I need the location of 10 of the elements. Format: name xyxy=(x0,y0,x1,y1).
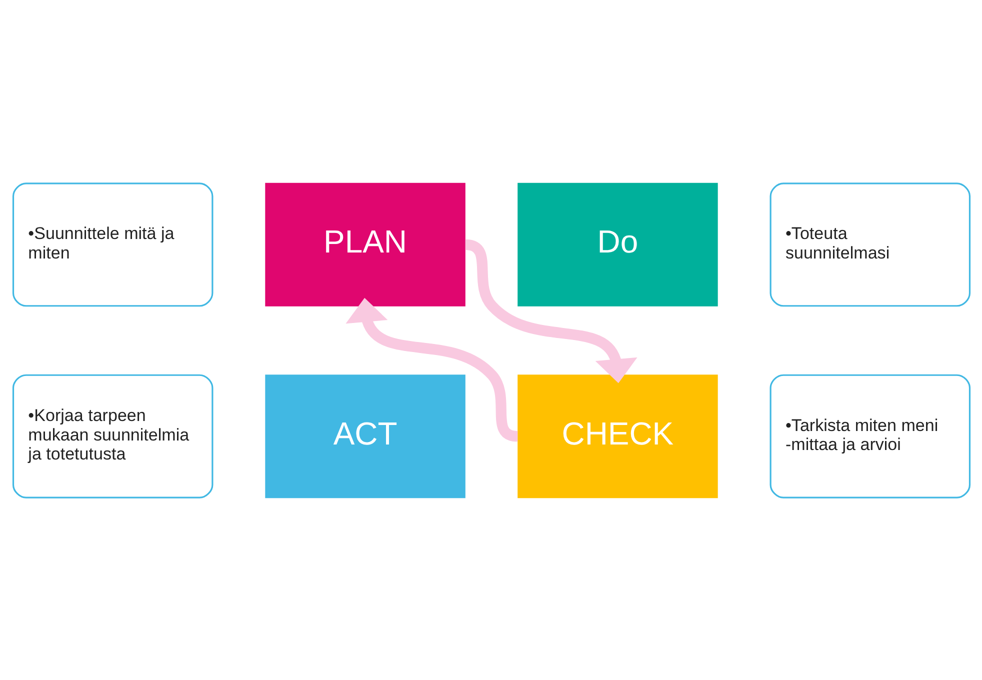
node-box: •Korjaa tarpeen mukaan suunnitelmia ja totetutusta xyxy=(12,374,213,498)
node-box: •Tarkista miten meni -mittaa ja arvioi xyxy=(769,374,970,498)
node-box: •Toteuta suunnitelmasi xyxy=(769,182,970,306)
arrow xyxy=(345,297,518,442)
node-box: Do xyxy=(517,182,718,306)
node-box: PLAN xyxy=(264,182,465,306)
node-box: CHECK xyxy=(517,374,718,498)
node-box: •Suunnittele mitä ja miten xyxy=(12,182,213,306)
node-box: ACT xyxy=(264,374,465,498)
arrow xyxy=(464,238,637,383)
